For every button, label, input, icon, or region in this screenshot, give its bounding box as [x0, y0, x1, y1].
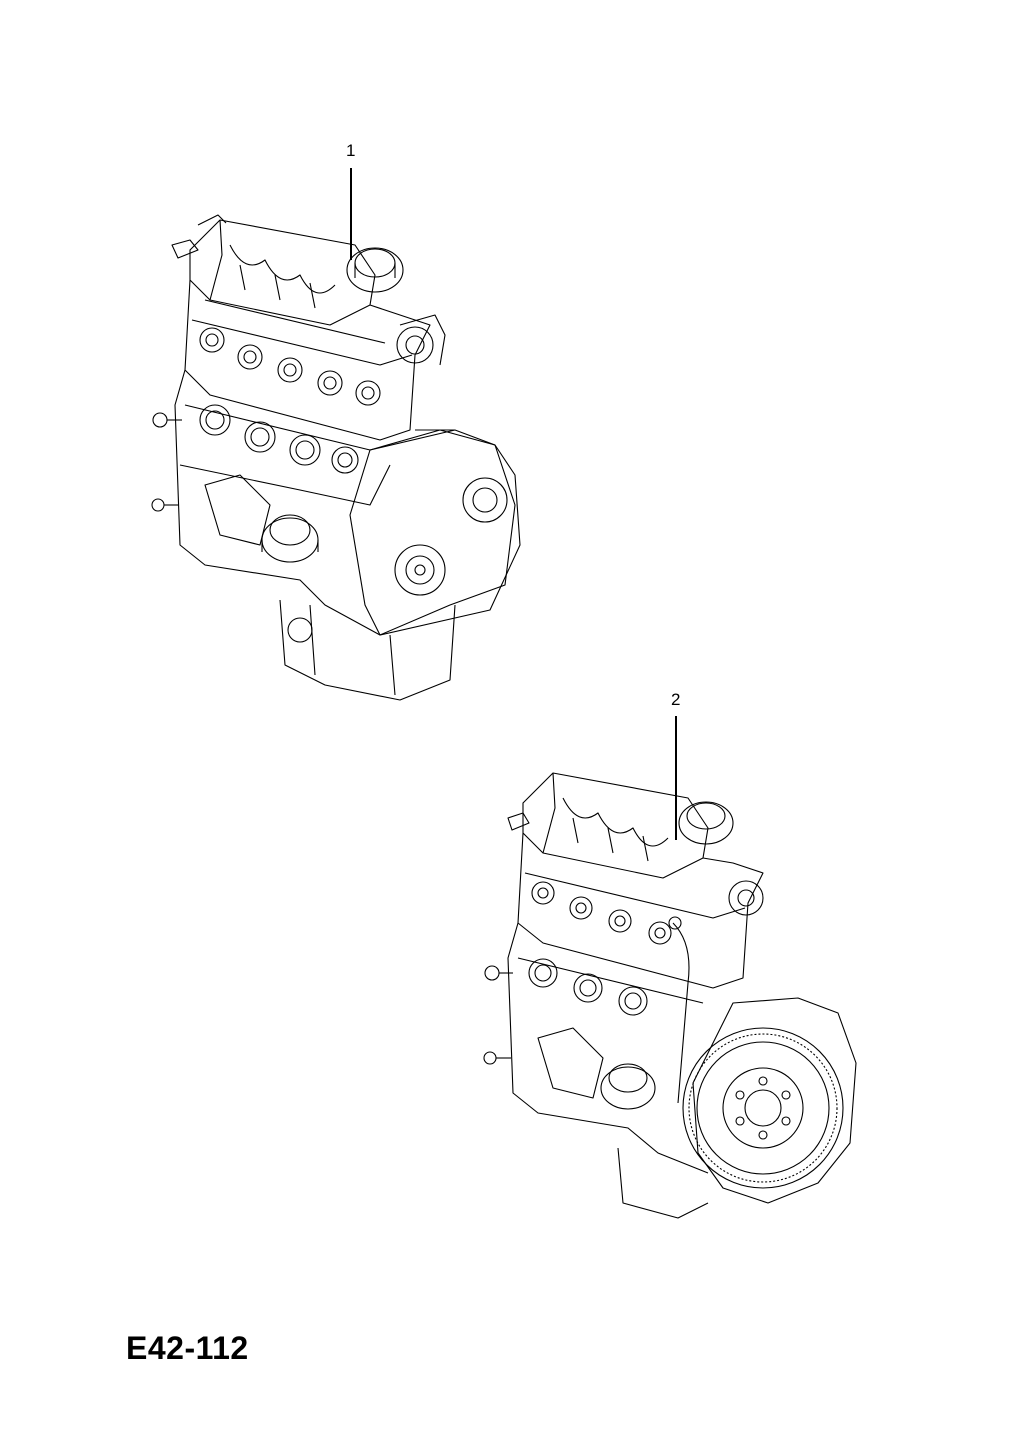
- callout-number-2: 2: [671, 690, 681, 709]
- engine-assembly-with-flywheel-icon: [478, 763, 863, 1223]
- leader-line-1: [350, 168, 352, 260]
- figure-code: E42-112: [126, 1330, 249, 1366]
- leader-line-2: [675, 716, 677, 840]
- engine-assembly-icon: [150, 205, 525, 705]
- callout-number-1: 1: [346, 141, 356, 160]
